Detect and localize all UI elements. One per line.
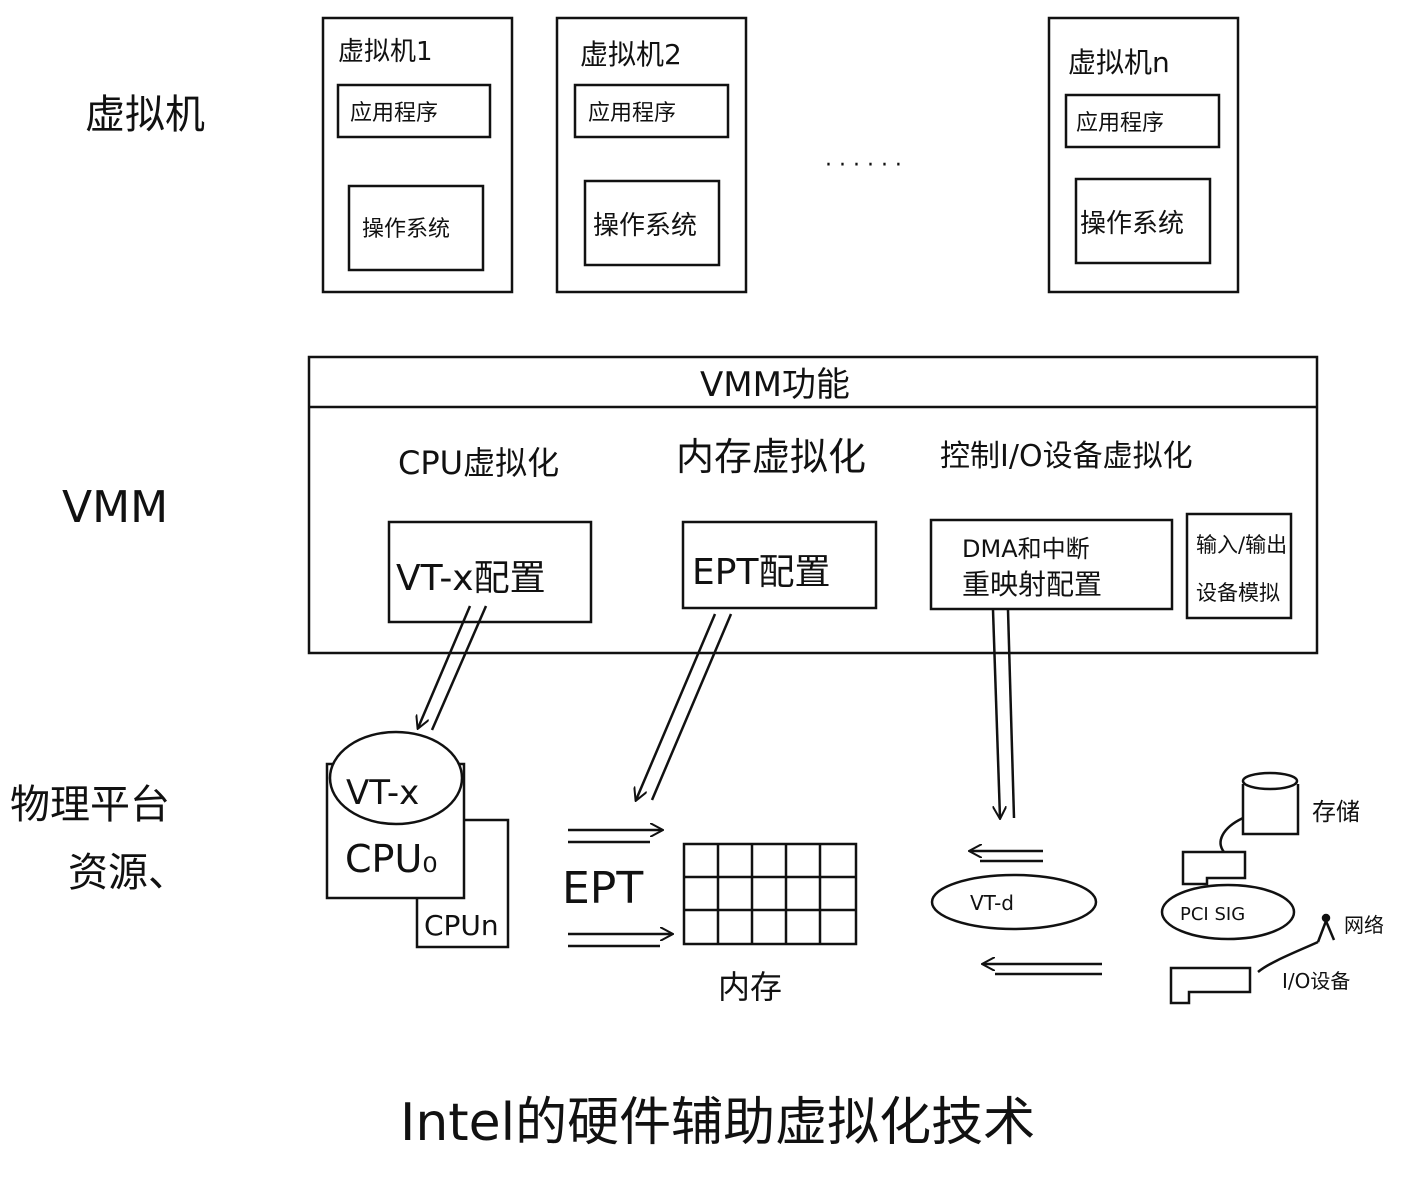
arrow-vtx-config-to-cpu: [418, 605, 488, 730]
ept-hw-label: EPT: [562, 863, 643, 914]
vtd-arrow-bottom: [983, 964, 1102, 976]
vm-title-n: 虚拟机n: [1068, 46, 1170, 79]
vm-app-box-2: [573, 83, 730, 139]
io-device-card: [1169, 966, 1252, 1005]
vmm-box: VMM功能 CPU虚拟化 内存虚拟化 控制I/O设备虚拟化 VT-x配置 EPT…: [307, 355, 1319, 655]
cpu-0-label: CPU₀: [345, 837, 438, 881]
vm-os-label-1: 操作系统: [362, 217, 450, 242]
vtx-ellipse: VT-x: [328, 730, 464, 826]
dma-remap-config-box: [929, 518, 1174, 611]
vtd-arrow-top: [970, 851, 1043, 863]
vm-os-label-n: 操作系统: [1080, 209, 1184, 239]
io-emulation-box: [1185, 512, 1293, 620]
vmm-title: VMM功能: [700, 365, 850, 405]
vm-app-label-2: 应用程序: [588, 101, 676, 126]
vmm-section-cpu: CPU虚拟化: [398, 444, 559, 482]
vm-app-box-n: [1064, 93, 1221, 149]
vm-os-box-2: [583, 179, 721, 267]
storage-controller-card: [1181, 850, 1247, 886]
vtd-ellipse: VT-d: [930, 873, 1098, 931]
diagram-caption: Intel的硬件辅助虚拟化技术: [400, 1093, 1035, 1153]
vmm-section-memory: 内存虚拟化: [676, 435, 866, 479]
io-device-link-line: [1257, 940, 1319, 973]
vm-box-2: 虚拟机2 应用程序 操作系统: [555, 16, 748, 294]
vm-app-label-1: 应用程序: [350, 101, 438, 126]
vm-os-box-1: [347, 184, 485, 272]
pci-sig-label: PCI SIG: [1180, 904, 1245, 925]
vm-ellipsis: · · · · · ·: [825, 153, 902, 178]
vm-box-n: 虚拟机n 应用程序 操作系统: [1047, 16, 1240, 294]
layer-label-physical-1: 物理平台: [10, 782, 170, 828]
arrow-ept-config-to-memory: [636, 613, 733, 800]
vm-os-box-n: [1074, 177, 1212, 265]
network-label: 网络: [1344, 913, 1384, 937]
vtx-config-box: [387, 520, 593, 624]
memory-label: 内存: [718, 968, 782, 1006]
layer-label-vm: 虚拟机: [85, 92, 205, 138]
dma-remap-label-1: DMA和中断: [962, 535, 1090, 563]
vm-app-label-n: 应用程序: [1076, 111, 1164, 136]
ept-arrow-bottom: [568, 934, 672, 948]
arrow-dma-config-to-vtd: [991, 609, 1016, 818]
io-emulation-label-1: 输入/输出: [1196, 533, 1287, 557]
vm-box-1: 虚拟机1 应用程序 操作系统: [321, 16, 514, 294]
layer-label-physical-2: 资源、: [68, 850, 188, 896]
vm-app-box-1: [336, 83, 492, 139]
layer-label-vmm: VMM: [62, 482, 168, 533]
vtd-label: VT-d: [970, 891, 1014, 915]
io-emulation-label-2: 设备模拟: [1196, 581, 1280, 605]
vmm-section-io: 控制I/O设备虚拟化: [940, 439, 1193, 474]
vtx-label: VT-x: [346, 773, 419, 813]
ept-config-label: EPT配置: [692, 552, 830, 593]
storage-cylinder: [1241, 771, 1300, 836]
storage-label: 存储: [1312, 798, 1360, 826]
dma-remap-label-2: 重映射配置: [962, 568, 1102, 601]
pci-sig-ellipse: PCI SIG: [1160, 883, 1296, 941]
vm-os-label-2: 操作系统: [593, 211, 697, 241]
network-icon: [1316, 913, 1336, 943]
ept-config-box: [681, 520, 878, 610]
io-device-label: I/O设备: [1282, 969, 1350, 993]
vm-title-2: 虚拟机2: [580, 38, 682, 71]
cpu-n-label: CPUn: [424, 909, 499, 942]
storage-link-line: [1219, 816, 1244, 853]
memory-grid: [682, 842, 858, 946]
vm-title-1: 虚拟机1: [338, 37, 433, 67]
vtx-config-label: VT-x配置: [396, 558, 546, 599]
ept-arrow-top: [568, 830, 662, 844]
